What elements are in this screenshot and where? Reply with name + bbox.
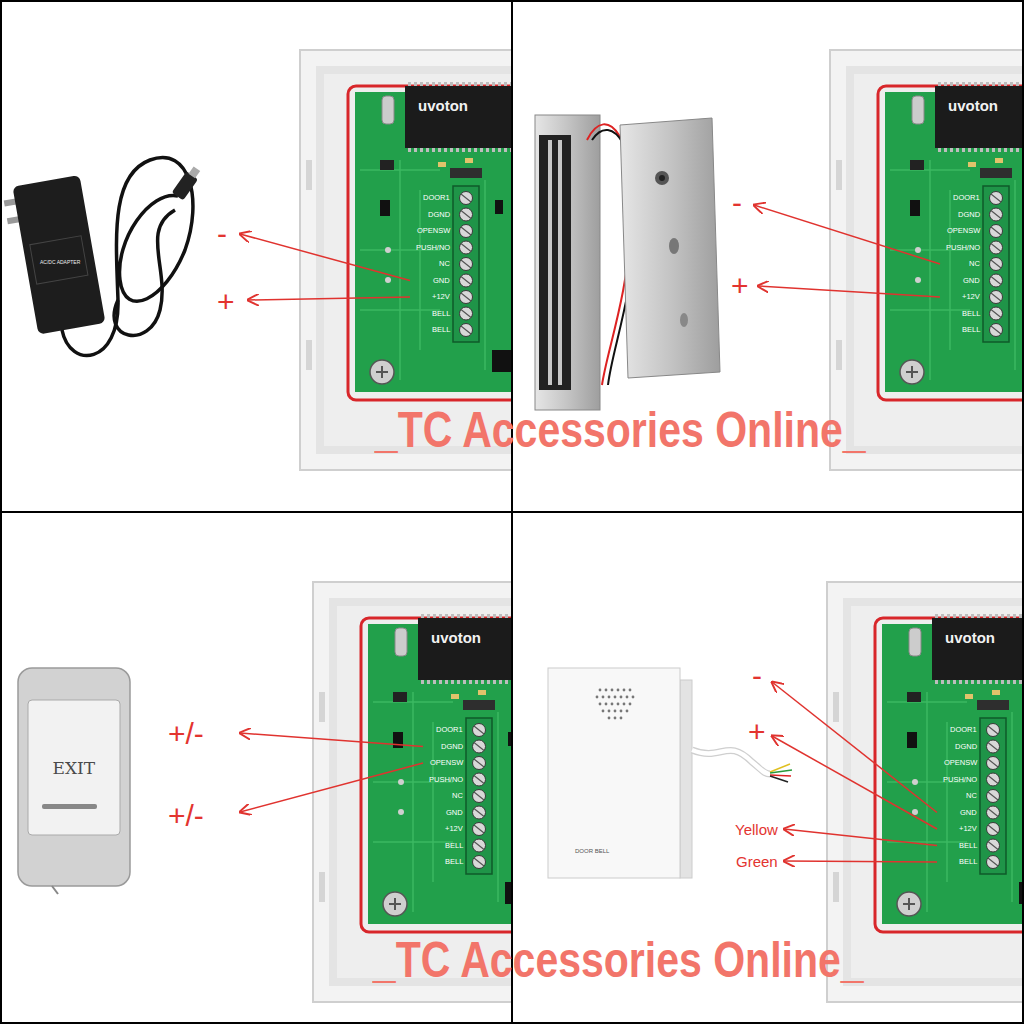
leader-arrow bbox=[772, 682, 937, 813]
pin-name: DGND bbox=[441, 743, 463, 751]
pin-name: OPENSW bbox=[944, 759, 977, 767]
leader-arrow bbox=[240, 733, 423, 747]
wire-colour: Yellow bbox=[735, 822, 778, 837]
pin-name: BELL bbox=[432, 326, 450, 334]
pin-name: DGND bbox=[955, 743, 977, 751]
leader-arrow bbox=[784, 829, 937, 846]
pin-name: PUSH/NO bbox=[416, 244, 450, 252]
polarity-label: +/- bbox=[168, 801, 204, 831]
pin-name: +12V bbox=[432, 293, 450, 301]
pin-name: DOOR1 bbox=[436, 726, 463, 734]
chip-brand: uvoton bbox=[945, 630, 995, 645]
pin-name: +12V bbox=[445, 825, 463, 833]
pin-name: BELL bbox=[445, 858, 463, 866]
pin-name: PUSH/NO bbox=[429, 776, 463, 784]
pin-name: +12V bbox=[959, 825, 977, 833]
polarity-label: + bbox=[748, 717, 766, 747]
pin-name: DOOR1 bbox=[950, 726, 977, 734]
button-text: EXIT bbox=[53, 760, 96, 777]
pin-name: NC bbox=[439, 260, 450, 268]
pin-name: BELL bbox=[445, 842, 463, 850]
polarity-label: + bbox=[731, 271, 749, 301]
polarity-label: - bbox=[732, 188, 742, 218]
pin-name: PUSH/NO bbox=[943, 776, 977, 784]
device-text: AC/DC ADAPTER bbox=[40, 260, 80, 265]
leader-arrow bbox=[248, 297, 410, 300]
watermark: _TC Accessories Online_ bbox=[373, 935, 864, 985]
pin-name: BELL bbox=[962, 310, 980, 318]
polarity-label: +/- bbox=[168, 719, 204, 749]
pin-name: BELL bbox=[432, 310, 450, 318]
pin-name: OPENSW bbox=[430, 759, 463, 767]
pin-name: NC bbox=[966, 792, 977, 800]
leader-arrow bbox=[240, 234, 410, 281]
leader-arrow bbox=[758, 286, 940, 297]
pin-name: PUSH/NO bbox=[946, 244, 980, 252]
wire-colour: Green bbox=[736, 854, 778, 869]
polarity-label: + bbox=[217, 287, 235, 317]
pin-name: DGND bbox=[428, 211, 450, 219]
pin-name: OPENSW bbox=[417, 227, 450, 235]
pin-name: GND bbox=[960, 809, 977, 817]
leader-arrows bbox=[240, 205, 940, 862]
pin-name: NC bbox=[969, 260, 980, 268]
pin-name: GND bbox=[433, 277, 450, 285]
watermark: _TC Accessories Online_ bbox=[375, 405, 866, 455]
pin-name: GND bbox=[446, 809, 463, 817]
pin-name: +12V bbox=[962, 293, 980, 301]
pin-name: DOOR1 bbox=[953, 194, 980, 202]
polarity-label: - bbox=[752, 661, 762, 691]
pin-name: BELL bbox=[962, 326, 980, 334]
chip-brand: uvoton bbox=[418, 98, 468, 113]
power-adapter bbox=[2, 157, 203, 355]
pin-name: BELL bbox=[959, 858, 977, 866]
chip-brand: uvoton bbox=[431, 630, 481, 645]
leader-arrow bbox=[784, 861, 937, 862]
pin-name: NC bbox=[452, 792, 463, 800]
device-text: DOOR BELL bbox=[575, 848, 609, 854]
pin-name: GND bbox=[963, 277, 980, 285]
chip-brand: uvoton bbox=[948, 98, 998, 113]
leader-arrow bbox=[240, 763, 423, 812]
pin-name: DOOR1 bbox=[423, 194, 450, 202]
pin-name: DGND bbox=[958, 211, 980, 219]
leader-arrow bbox=[754, 205, 940, 264]
magnetic-lock bbox=[535, 115, 720, 410]
door-bell bbox=[548, 668, 792, 878]
leader-arrow bbox=[772, 736, 937, 829]
exit-button bbox=[18, 668, 130, 894]
polarity-label: - bbox=[217, 219, 227, 249]
pin-name: OPENSW bbox=[947, 227, 980, 235]
pin-name: BELL bbox=[959, 842, 977, 850]
